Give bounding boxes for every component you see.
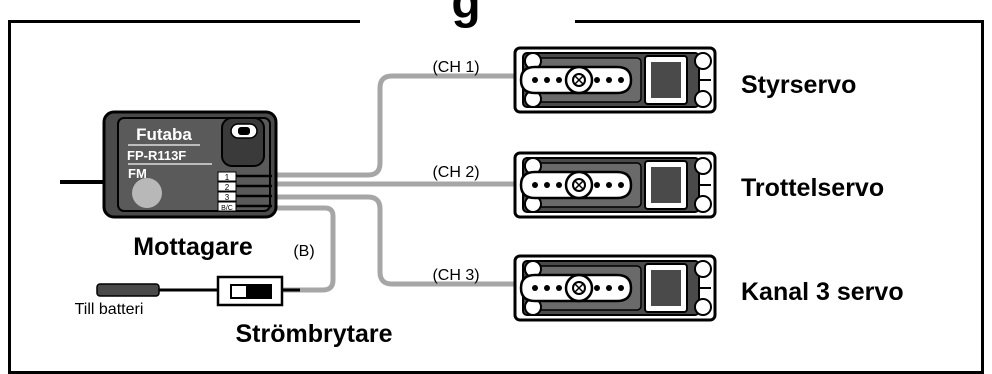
servo-label-1: Styrservo — [741, 71, 856, 99]
receiver-label: Mottagare — [133, 233, 253, 261]
servo-label-3: Kanal 3 servo — [741, 278, 904, 306]
battery-label: Till batteri — [75, 301, 144, 318]
channel-tag-2: (CH 2) — [432, 164, 479, 181]
cable-ch1 — [267, 73, 518, 178]
receiver: Futaba FP-R113F FM 1 2 3 B/C — [102, 110, 278, 219]
servo-ch2 — [513, 151, 717, 219]
channel-tag-1: (CH 1) — [432, 59, 479, 76]
cables — [267, 73, 518, 293]
battery-lead — [96, 283, 200, 297]
port-label-1: 1 — [225, 173, 230, 182]
port-label-bc: B/C — [221, 205, 233, 212]
receiver-model: FP-R113F — [127, 148, 186, 163]
title-fragment: g — [451, 0, 480, 29]
receiver-sticker — [132, 178, 162, 208]
servo-ch1 — [513, 46, 717, 114]
switch-label: Strömbrytare — [236, 320, 393, 348]
cable-ch3 — [267, 194, 518, 287]
switch-knob — [246, 286, 270, 297]
port-label-3: 3 — [225, 193, 230, 202]
cable-bat — [267, 205, 336, 293]
receiver-brand: Futaba — [136, 125, 192, 144]
channel-tag-3: (CH 3) — [432, 267, 479, 284]
title-mask — [360, 0, 575, 36]
battery-port-tag: (B) — [293, 243, 314, 260]
switch — [200, 275, 300, 307]
servo-ch3 — [513, 254, 717, 322]
receiver-band: FM — [128, 166, 147, 181]
servo-label-2: Trottelservo — [741, 174, 884, 202]
port-label-2: 2 — [225, 183, 230, 192]
